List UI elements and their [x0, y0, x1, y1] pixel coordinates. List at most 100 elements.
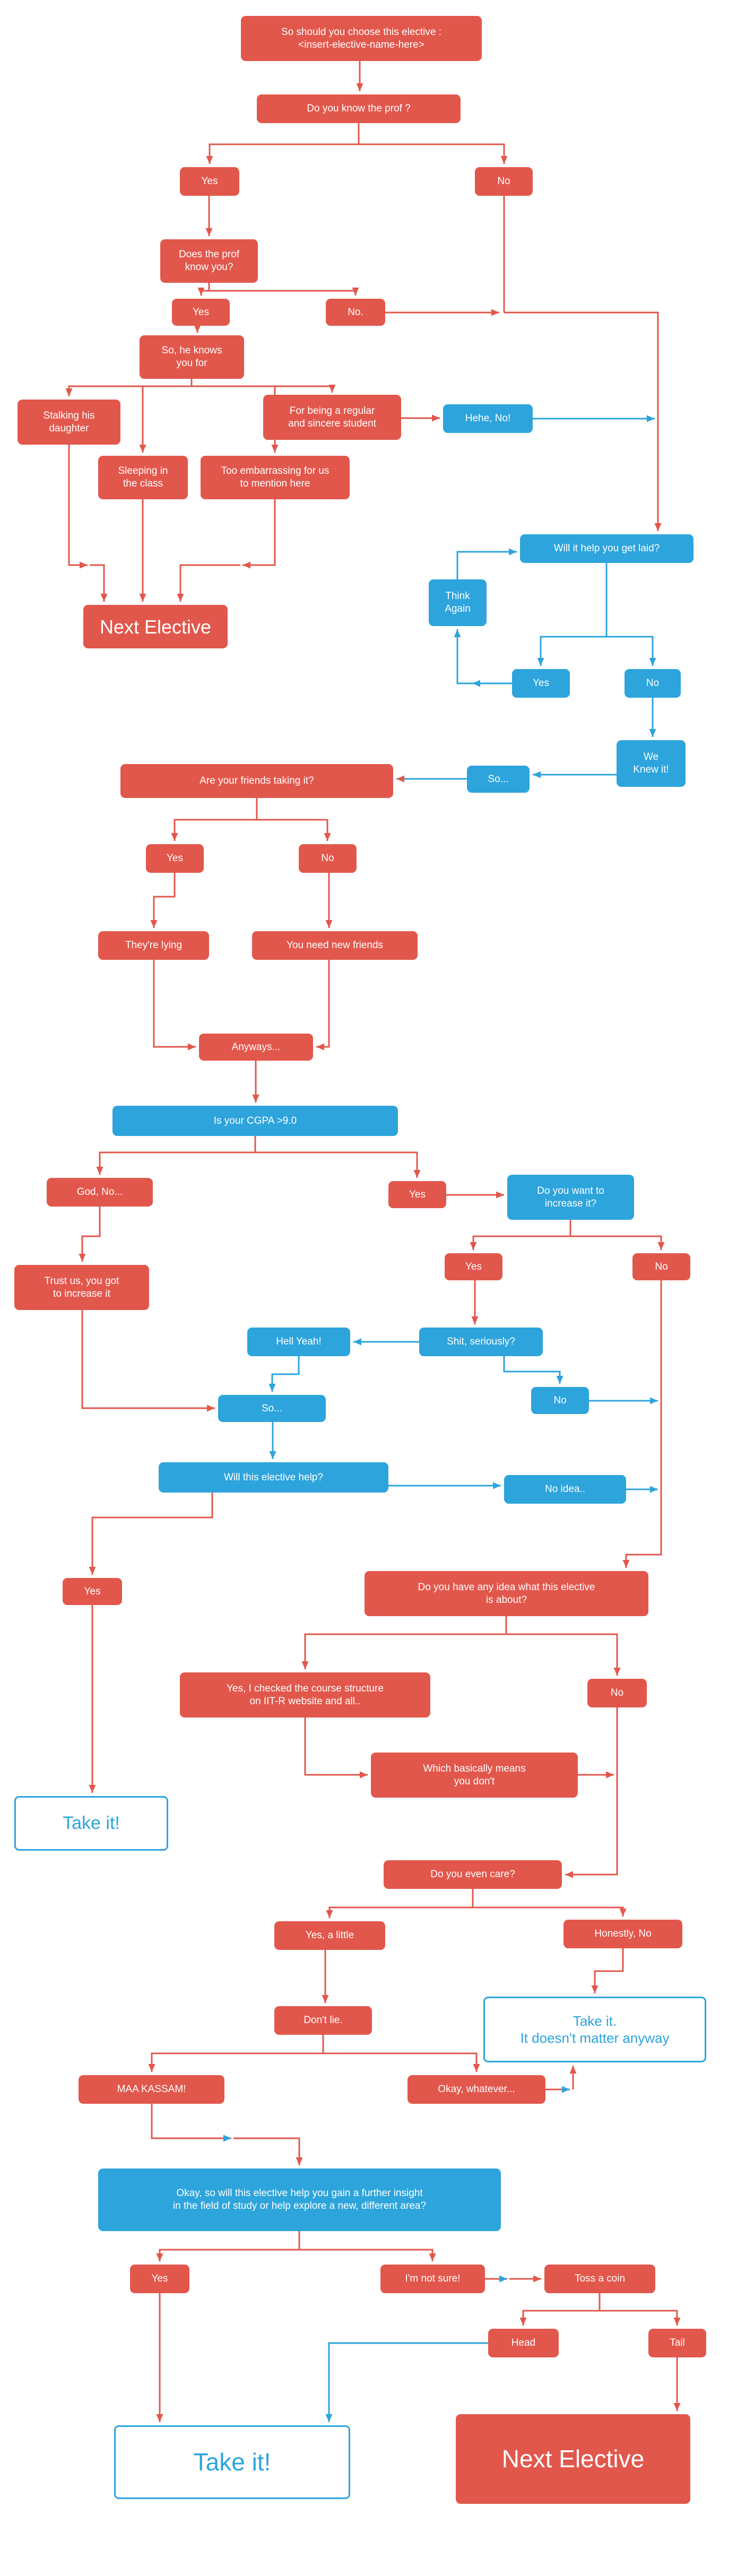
- arrowhead: [353, 1338, 361, 1346]
- node-want-increase: Do you want to increase it?: [507, 1175, 634, 1220]
- connector-line: [242, 499, 276, 566]
- node-cgpa: Is your CGPA >9.0: [112, 1106, 398, 1136]
- connector-line: [81, 1310, 215, 1409]
- connector-line: [456, 551, 517, 579]
- connector-line: [192, 385, 333, 393]
- arrowhead: [100, 594, 108, 602]
- arrowhead: [148, 2064, 155, 2072]
- arrowhead: [156, 2414, 163, 2422]
- node-no-idea-about: No: [587, 1679, 647, 1707]
- node-think-again: Think Again: [429, 579, 487, 626]
- arrowhead: [429, 2253, 436, 2261]
- node-hell-yeah: Hell Yeah!: [247, 1328, 350, 1356]
- arrowhead: [194, 325, 201, 333]
- connector-line: [159, 2249, 299, 2261]
- connector-line: [142, 385, 192, 453]
- node-sleeping: Sleeping in the class: [98, 456, 188, 499]
- node-even-care: Do you even care?: [384, 1860, 562, 1889]
- arrowhead: [325, 2414, 333, 2422]
- connector-line: [565, 1707, 618, 1876]
- node-no-friends: No: [299, 844, 357, 873]
- node-yes-friends: Yes: [146, 844, 204, 873]
- arrowhead: [271, 445, 279, 453]
- node-honestly-no: Honestly, No: [563, 1920, 682, 1948]
- arrowhead: [96, 1167, 103, 1175]
- arrowhead: [649, 658, 656, 666]
- connector-line: [255, 1151, 418, 1178]
- arrowhead: [565, 1871, 573, 1878]
- arrowhead: [472, 680, 480, 687]
- node-embarrassing: Too embarrassing for us to mention here: [201, 456, 350, 499]
- node-god-no: God, No...: [47, 1178, 153, 1207]
- arrowhead: [352, 288, 359, 296]
- node-okay-whatever: Okay, whatever...: [407, 2075, 545, 2104]
- connector-line: [359, 143, 505, 164]
- arrowhead: [223, 2135, 231, 2142]
- arrowhead: [326, 1910, 333, 1918]
- arrowhead: [647, 415, 655, 422]
- arrowhead: [432, 414, 440, 422]
- node-get-laid: Will it help you get laid?: [520, 534, 693, 563]
- node-no-seriously: No: [531, 1387, 589, 1414]
- connector-line: [257, 819, 328, 841]
- node-checked-structure: Yes, I checked the course structure on I…: [180, 1672, 430, 1718]
- node-yes-increase: Yes: [445, 1253, 502, 1280]
- node-yes-cgpa: Yes: [388, 1181, 446, 1208]
- arrowhead: [473, 2064, 480, 2072]
- connector-line: [179, 564, 240, 602]
- node-anyways: Anyways...: [199, 1034, 313, 1061]
- node-next-elective-1: Next Elective: [83, 605, 228, 648]
- connector-line: [504, 311, 659, 531]
- node-toss-a-coin: Toss a coin: [544, 2265, 655, 2293]
- connector-line: [304, 1633, 506, 1669]
- node-yes-prof-knows: Yes: [172, 299, 230, 326]
- node-stalking: Stalking his daughter: [18, 400, 120, 445]
- node-head: Head: [488, 2329, 559, 2357]
- connector-line: [209, 123, 360, 164]
- arrowhead: [197, 288, 205, 296]
- connector-line: [68, 445, 88, 566]
- connector-line: [506, 1633, 618, 1676]
- node-basically-dont: Which basically means you don't: [371, 1753, 578, 1798]
- node-trust-us: Trust us, you got to increase it: [14, 1265, 149, 1310]
- node-knows-you-for: So, he knows you for: [140, 335, 244, 379]
- connector-line: [503, 1356, 561, 1384]
- node-so-2: So...: [218, 1395, 326, 1422]
- arrowhead: [156, 2253, 163, 2261]
- arrowhead: [356, 83, 363, 91]
- arrowhead: [499, 2275, 507, 2283]
- arrowhead: [613, 1668, 621, 1676]
- connector-line: [91, 1493, 213, 1575]
- arrowhead: [533, 771, 541, 778]
- connector-line: [299, 2249, 433, 2261]
- arrowhead: [619, 1909, 627, 1916]
- arrowhead: [188, 1043, 196, 1051]
- connector-line: [540, 636, 606, 666]
- connector-line: [153, 960, 196, 1048]
- arrowhead: [79, 1254, 86, 1262]
- connector-line: [328, 1906, 473, 1918]
- arrowhead: [328, 385, 336, 393]
- connector-line: [304, 1718, 368, 1776]
- arrowhead: [80, 561, 88, 569]
- node-friends-taking: Are your friends taking it?: [120, 764, 393, 798]
- connector-line: [209, 290, 357, 296]
- node-shit-seriously: Shit, seriously?: [419, 1328, 543, 1356]
- connector-line: [328, 2342, 488, 2422]
- connector-line: [456, 629, 474, 684]
- node-take-it-2: Take it. It doesn't matter anyway: [483, 1997, 706, 2062]
- node-not-sure: I'm not sure!: [380, 2265, 485, 2293]
- node-yes-laid: Yes: [512, 669, 570, 698]
- arrowhead: [206, 156, 213, 164]
- arrowhead: [65, 388, 73, 396]
- arrowhead: [89, 1785, 96, 1793]
- arrowhead: [177, 594, 184, 602]
- arrowhead: [150, 920, 158, 928]
- arrowhead: [500, 156, 508, 164]
- connector-line: [81, 1207, 101, 1262]
- arrowhead: [650, 1397, 658, 1404]
- node-no-idea: No idea..: [504, 1475, 626, 1504]
- arrowhead: [491, 309, 499, 316]
- arrowhead: [325, 920, 333, 928]
